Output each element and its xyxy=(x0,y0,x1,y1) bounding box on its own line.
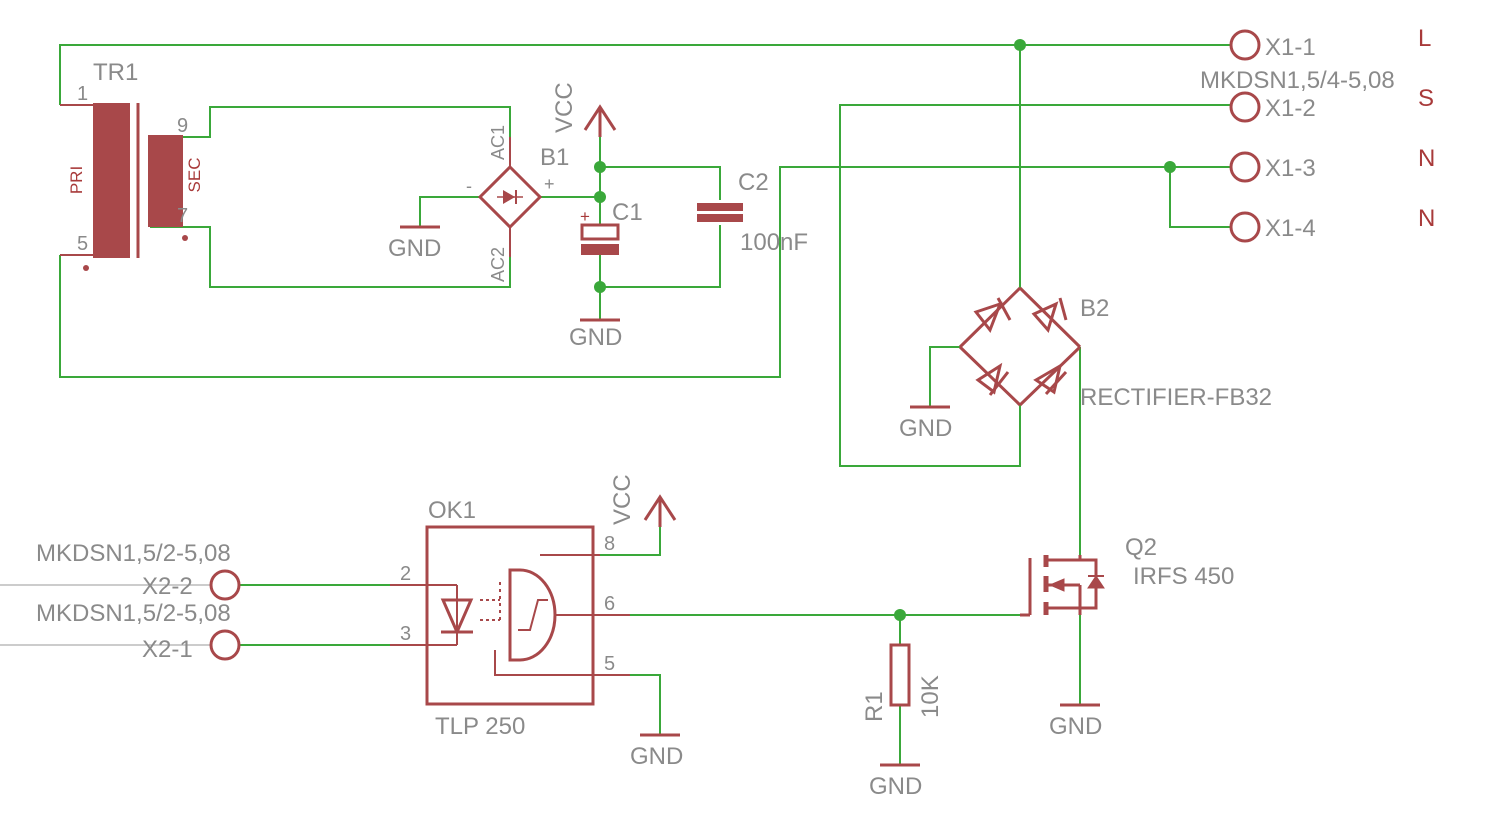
ok1-pin-5: 5 xyxy=(604,653,615,675)
x1-net-label-n2: N xyxy=(1418,205,1435,232)
q2-value: IRFS 450 xyxy=(1133,563,1234,590)
ok1-name: OK1 xyxy=(428,497,476,524)
gnd-label-ok1: GND xyxy=(630,743,683,770)
tr1-name: TR1 xyxy=(93,59,138,86)
x2-pin-2: X2-2 xyxy=(142,573,193,600)
r1-name: R1 xyxy=(861,691,888,722)
bridge-b1: B1 AC1 AC2 + - xyxy=(466,125,569,282)
x1-pin-4: X1-4 xyxy=(1265,215,1316,242)
tr1-pin-1: 1 xyxy=(77,83,88,105)
gnd-label-b1: GND xyxy=(388,235,441,262)
x1-pin-2: X1-2 xyxy=(1265,95,1316,122)
ok1-pin-6: 6 xyxy=(604,593,615,615)
x1-net-label-n1: N xyxy=(1418,145,1435,172)
ok1-pin-2: 2 xyxy=(400,563,411,585)
optocoupler-ok1: OK1 TLP 250 8 2 6 3 5 xyxy=(390,497,630,740)
ok1-pin-8: 8 xyxy=(604,533,615,555)
b1-minus-label: - xyxy=(466,176,472,196)
x1-net-label-l: L xyxy=(1418,25,1431,52)
q2-name: Q2 xyxy=(1125,534,1157,561)
x1-net-label-s: S xyxy=(1418,85,1434,112)
capacitor-c2: C2 100nF xyxy=(697,169,808,256)
tr1-pin-5: 5 xyxy=(77,233,88,255)
vcc-symbol-top xyxy=(583,104,617,137)
x2-value-top: MKDSN1,5/2-5,08 xyxy=(36,540,231,567)
c1-name: C1 xyxy=(612,199,643,226)
transformer-tr1: TR1 PRI SEC 1 5 9 7 xyxy=(60,59,204,271)
vcc-label-top: VCC xyxy=(551,82,578,133)
b1-plus-label: + xyxy=(544,174,555,194)
b2-value: RECTIFIER-FB32 xyxy=(1080,384,1272,411)
mosfet-q2 xyxy=(1020,555,1105,617)
tr1-secondary-label: SEC xyxy=(185,158,204,193)
connector-x2 xyxy=(209,569,241,661)
r1-value: 10K xyxy=(917,675,944,718)
b1-name: B1 xyxy=(540,144,569,171)
b2-name: B2 xyxy=(1080,295,1109,322)
x2-pin-1: X2-1 xyxy=(142,636,193,663)
tr1-primary-label: PRI xyxy=(67,166,86,194)
b1-ac1-label: AC1 xyxy=(488,125,508,160)
x2-value-bottom: MKDSN1,5/2-5,08 xyxy=(36,600,231,627)
c2-name: C2 xyxy=(738,169,769,196)
capacitor-c1: + C1 xyxy=(580,199,643,255)
gnd-label-q2: GND xyxy=(1049,713,1102,740)
wires xyxy=(59,44,1230,765)
resistor-r1: R1 10K xyxy=(861,643,944,722)
c2-value: 100nF xyxy=(740,229,808,256)
x1-pin-3: X1-3 xyxy=(1265,155,1316,182)
x1-value: MKDSN1,5/4-5,08 xyxy=(1200,67,1395,94)
x1-pin-1: X1-1 xyxy=(1265,34,1316,61)
connector-x1 xyxy=(1229,29,1261,243)
gnd-label-b2: GND xyxy=(899,415,952,442)
c1-plus-label: + xyxy=(580,207,590,226)
junction-dots xyxy=(594,39,1176,621)
b1-ac2-label: AC2 xyxy=(488,247,508,282)
tr1-pin-7: 7 xyxy=(177,205,188,227)
vcc-symbol-bottom xyxy=(643,494,677,527)
gnd-symbols xyxy=(400,225,1100,767)
gnd-label-c1: GND xyxy=(569,324,622,351)
vcc-label-bottom: VCC xyxy=(609,474,636,525)
tr1-pin-9: 9 xyxy=(177,115,188,137)
ok1-pin-3: 3 xyxy=(400,623,411,645)
ok1-value: TLP 250 xyxy=(435,713,525,740)
external-leads xyxy=(0,584,210,646)
gnd-label-r1: GND xyxy=(869,773,922,800)
bridge-b2 xyxy=(958,286,1082,407)
